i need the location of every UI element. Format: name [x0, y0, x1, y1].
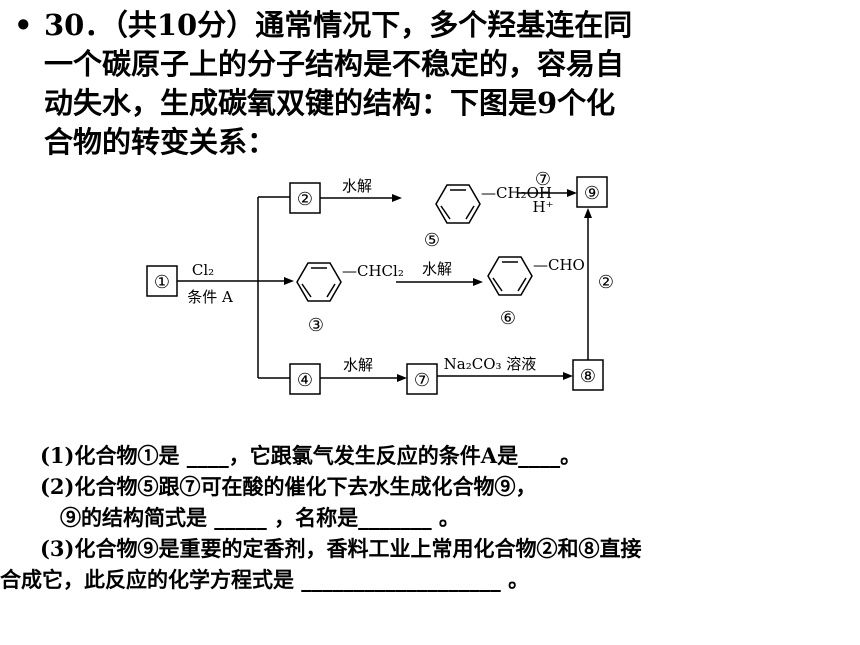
intro-line-3: 动失水，生成碳氧双键的结构：下图是9个化: [44, 86, 616, 120]
compound-3-label: ③: [308, 315, 324, 336]
compound-5-label: ⑤: [424, 230, 440, 251]
label-hydrolysis-2: 水解: [422, 260, 452, 278]
question-part-3-cont: 合成它，此反应的化学方程式是 ___________________ 。: [0, 567, 530, 592]
arrowhead-3-to-6: [473, 278, 483, 286]
label-condition-a: 条件 A: [187, 288, 233, 306]
label-ch2oh: —CH₂OH: [481, 184, 552, 202]
box-compound-1: [146, 265, 178, 297]
intro-line-4: 合物的转变关系：: [44, 125, 277, 159]
label-h-plus: H⁺: [533, 198, 554, 216]
arrowhead-to-compound-3: [284, 277, 294, 285]
label-hydrolysis-3: 水解: [343, 356, 373, 374]
label-na2co3: Na₂CO₃ 溶液: [444, 355, 537, 373]
arrowhead-7-to-8: [563, 372, 573, 380]
label-step-7: ⑦: [535, 169, 551, 190]
question-part-2-cont: ⑨的结构简式是 _____ ，名称是_______ 。: [60, 505, 460, 530]
question-intro: • 30．（共10分）通常情况下，多个羟基连在同 一个碳原子上的分子结构是不稳定…: [14, 6, 734, 162]
compound-7-label: ⑦: [414, 370, 430, 391]
question-part-3: (3)化合物⑨是重要的定香剂，香料工业上常用化合物②和⑧直接: [40, 536, 642, 561]
compound-4-label: ④: [297, 370, 313, 391]
compound-6-label: ⑥: [500, 308, 516, 329]
benzene-ring-5: [435, 184, 481, 224]
compound-1-label: ①: [154, 272, 170, 293]
label-chcl2: —CHCl₂: [342, 262, 404, 280]
label-step-2: ②: [598, 272, 614, 293]
label-cl2: Cl₂: [192, 261, 214, 279]
box-compound-4: [289, 363, 321, 395]
box-compound-8: [572, 359, 604, 391]
arrowhead-4-to-7: [397, 374, 407, 382]
compound-2-label: ②: [297, 189, 313, 210]
question-part-1: (1)化合物①是 ____，它跟氯气发生反应的条件A是____。: [40, 443, 582, 468]
box-compound-7: [406, 363, 438, 395]
arrowhead-2-to-5: [392, 194, 402, 202]
intro-line-2: 一个碳原子上的分子结构是不稳定的，容易自: [44, 47, 625, 81]
arrowhead-5-to-9: [567, 189, 577, 197]
sub-questions: (1)化合物①是 ____，它跟氯气发生反应的条件A是____。 (2)化合物⑤…: [0, 440, 855, 595]
label-cho: —CHO: [533, 256, 585, 274]
benzene-ring-6: [487, 256, 533, 296]
arrowhead-8-to-9: [584, 208, 592, 218]
intro-line-1: 30．（共10分）通常情况下，多个羟基连在同: [44, 8, 633, 42]
bullet: •: [14, 8, 33, 42]
label-hydrolysis-1: 水解: [342, 177, 372, 195]
box-compound-9: [576, 176, 608, 208]
question-part-2: (2)化合物⑤跟⑦可在酸的催化下去水生成化合物⑨，: [40, 474, 537, 499]
benzene-ring-3: [296, 262, 342, 302]
compound-8-label: ⑧: [580, 366, 596, 387]
compound-9-label: ⑨: [584, 183, 600, 204]
